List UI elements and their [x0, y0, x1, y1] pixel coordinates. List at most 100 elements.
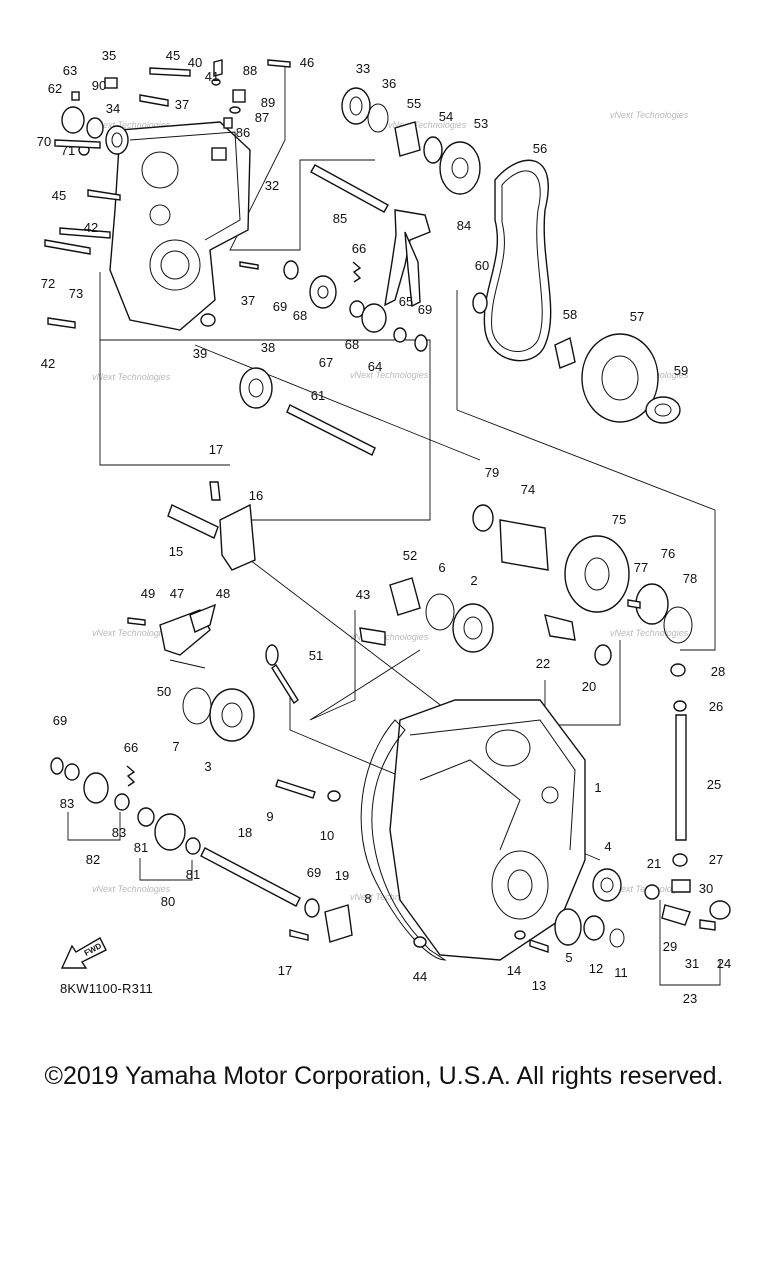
driven-sprocket-stack: [472, 292, 681, 424]
part-callout-59: 59: [674, 363, 688, 378]
part-callout-66: 66: [352, 241, 366, 256]
part-callout-14: 14: [507, 963, 521, 978]
part-callout-90: 90: [92, 78, 106, 93]
left-crankcase-cover: [109, 121, 251, 331]
part-callout-25: 25: [707, 777, 721, 792]
watermark-text: vNext Technologies: [350, 370, 429, 380]
part-callout-65: 65: [399, 294, 413, 309]
secondary-shaft-stack: [472, 504, 693, 644]
part-callout-81: 81: [134, 840, 148, 855]
part-callout-83: 83: [112, 825, 126, 840]
part-callout-49: 49: [141, 586, 155, 601]
part-callout-52: 52: [403, 548, 417, 563]
part-callout-73: 73: [69, 286, 83, 301]
part-callout-66: 66: [124, 740, 138, 755]
part-callout-26: 26: [709, 699, 723, 714]
part-callout-20: 20: [582, 679, 596, 694]
part-callout-19: 19: [335, 868, 349, 883]
main-shaft-61: [239, 367, 376, 456]
part-callout-74: 74: [521, 482, 535, 497]
part-callout-83: 83: [60, 796, 74, 811]
part-callout-16: 16: [249, 488, 263, 503]
watermark-text: vNext Technologies: [350, 892, 429, 902]
part-callout-1: 1: [594, 780, 601, 795]
part-callout-44: 44: [413, 969, 427, 984]
part-callout-68: 68: [345, 337, 359, 352]
part-callout-72: 72: [41, 276, 55, 291]
part-callout-57: 57: [630, 309, 644, 324]
bolt-group: [44, 59, 291, 329]
part-callout-42: 42: [84, 220, 98, 235]
part-callout-41: 41: [205, 69, 219, 84]
part-callout-2: 2: [470, 573, 477, 588]
part-callout-30: 30: [699, 881, 713, 896]
part-callout-54: 54: [439, 109, 453, 124]
upper-bearing-stack: [341, 87, 481, 195]
part-callout-45: 45: [166, 48, 180, 63]
shift-lever-assembly: [127, 603, 217, 669]
part-callout-60: 60: [475, 258, 489, 273]
part-callout-23: 23: [683, 991, 697, 1006]
part-callout-77: 77: [634, 560, 648, 575]
part-callout-69: 69: [273, 299, 287, 314]
part-callout-58: 58: [563, 307, 577, 322]
part-callout-51: 51: [309, 648, 323, 663]
part-callout-17: 17: [278, 963, 292, 978]
part-callout-75: 75: [612, 512, 626, 527]
part-callout-69: 69: [418, 302, 432, 317]
part-callout-67: 67: [319, 355, 333, 370]
part-callout-7: 7: [172, 739, 179, 754]
breather-parts: [200, 59, 246, 327]
watermark-text: vNext Technologies: [92, 884, 171, 894]
part-callout-50: 50: [157, 684, 171, 699]
part-callout-37: 37: [241, 293, 255, 308]
diagram-canvas: vNext Technologies vNext Technologies vN…: [37, 48, 731, 1006]
part-callout-22: 22: [536, 656, 550, 671]
part-callout-62: 62: [48, 81, 62, 96]
part-callout-43: 43: [356, 587, 370, 602]
part-callout-69: 69: [307, 865, 321, 880]
watermark-text: vNext Technologies: [610, 628, 689, 638]
part-callout-33: 33: [356, 61, 370, 76]
seal-stack-lower-right: [554, 868, 625, 948]
part-callout-85: 85: [333, 211, 347, 226]
part-callout-5: 5: [565, 950, 572, 965]
part-callout-48: 48: [216, 586, 230, 601]
part-callout-40: 40: [188, 55, 202, 70]
watermark-text: vNext Technologies: [92, 372, 171, 382]
gasket: [360, 719, 447, 961]
bearing-set-right: [389, 577, 494, 653]
rod-assembly-right: [644, 663, 731, 931]
part-callout-21: 21: [647, 856, 661, 871]
part-callout-81: 81: [186, 867, 200, 882]
part-callout-4: 4: [604, 839, 611, 854]
drive-chain: [483, 159, 552, 362]
part-callout-68: 68: [293, 308, 307, 323]
part-callout-86: 86: [236, 125, 250, 140]
part-callout-17: 17: [209, 442, 223, 457]
assembly-lines: [67, 62, 721, 986]
part-callout-9: 9: [266, 809, 273, 824]
part-callout-24: 24: [717, 956, 731, 971]
part-callout-46: 46: [300, 55, 314, 70]
part-callout-45: 45: [52, 188, 66, 203]
bearing-left-lower: [182, 687, 255, 742]
part-callout-56: 56: [533, 141, 547, 156]
watermark-text: vNext Technologies: [610, 110, 689, 120]
lower-shaft-parts: [200, 779, 549, 953]
fwd-arrow-icon: FWD: [60, 937, 107, 969]
crankcase-main: [389, 699, 586, 961]
part-callout-89: 89: [261, 95, 275, 110]
part-callout-69: 69: [53, 713, 67, 728]
dipstick: [265, 627, 386, 705]
part-callout-31: 31: [685, 956, 699, 971]
watermark-text: vNext Technologies: [388, 120, 467, 130]
pin-and-bracket: [167, 481, 256, 571]
part-callout-18: 18: [238, 825, 252, 840]
output-gear-small: [544, 614, 612, 666]
part-callout-79: 79: [485, 465, 499, 480]
part-callout-10: 10: [320, 828, 334, 843]
watermark-text: vNext Technologies: [350, 632, 429, 642]
part-callout-13: 13: [532, 978, 546, 993]
